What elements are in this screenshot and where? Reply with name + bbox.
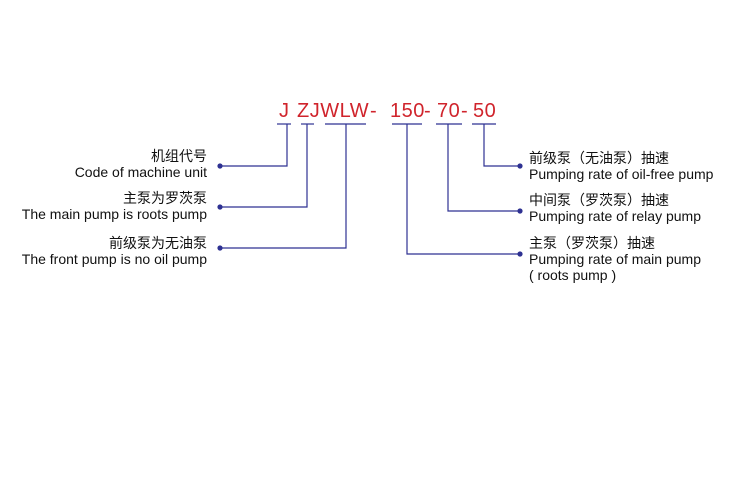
label-main-pump-type: 主泵为罗茨泵 The main pump is roots pump bbox=[22, 190, 207, 222]
label-oil-free-rate-en: Pumping rate of oil-free pump bbox=[529, 166, 714, 182]
connector-main-pump-type bbox=[220, 124, 308, 208]
label-main-rate-en-2: ( roots pump ) bbox=[529, 267, 617, 283]
code-dash: - bbox=[424, 100, 432, 122]
code-segment-zjwlw: ZJWLW bbox=[297, 100, 370, 122]
code-segment-70: 70 bbox=[437, 100, 461, 122]
code-segment-50: 50 bbox=[473, 100, 497, 122]
dot-main-rate bbox=[517, 251, 523, 257]
connector-oil-free-rate bbox=[483, 124, 520, 167]
label-relay-rate-en: Pumping rate of relay pump bbox=[529, 208, 701, 224]
code-segment-j: J bbox=[279, 100, 290, 122]
dot-main-pump-type bbox=[217, 204, 223, 210]
dot-relay-rate bbox=[517, 208, 523, 214]
code-segment-150: 150 bbox=[390, 100, 425, 122]
dot-oil-free-rate bbox=[517, 163, 523, 169]
code-dash: - bbox=[461, 100, 469, 122]
connector-front-pump-type bbox=[220, 124, 347, 249]
label-machine-code-en: Code of machine unit bbox=[74, 164, 207, 180]
label-main-pump-type-en: The main pump is roots pump bbox=[21, 206, 207, 222]
label-main-rate-zh: 主泵（罗茨泵）抽速 bbox=[529, 235, 655, 251]
label-front-pump-type-en: The front pump is no oil pump bbox=[21, 251, 207, 267]
label-oil-free-rate: 前级泵（无油泵）抽速 Pumping rate of oil-free pump bbox=[529, 150, 713, 182]
dot-machine-code bbox=[217, 163, 223, 169]
label-relay-rate: 中间泵（罗茨泵）抽速 Pumping rate of relay pump bbox=[529, 192, 701, 224]
label-main-pump-type-zh: 主泵为罗茨泵 bbox=[123, 190, 207, 206]
label-machine-code-zh: 机组代号 bbox=[151, 148, 207, 164]
code-dash: - bbox=[370, 100, 378, 122]
label-main-rate-en: Pumping rate of main pump bbox=[529, 251, 701, 267]
label-front-pump-type: 前级泵为无油泵 The front pump is no oil pump bbox=[22, 235, 207, 267]
connector-relay-rate bbox=[447, 124, 520, 212]
dot-front-pump-type bbox=[217, 245, 223, 251]
label-relay-rate-zh: 中间泵（罗茨泵）抽速 bbox=[529, 192, 669, 208]
label-front-pump-type-zh: 前级泵为无油泵 bbox=[109, 235, 207, 251]
connector-machine-code bbox=[220, 124, 288, 167]
label-main-rate: 主泵（罗茨泵）抽速 Pumping rate of main pump ( ro… bbox=[529, 235, 701, 283]
connector-main-rate bbox=[406, 124, 520, 255]
label-machine-code: 机组代号 Code of machine unit bbox=[75, 148, 207, 180]
label-oil-free-rate-zh: 前级泵（无油泵）抽速 bbox=[529, 150, 669, 166]
